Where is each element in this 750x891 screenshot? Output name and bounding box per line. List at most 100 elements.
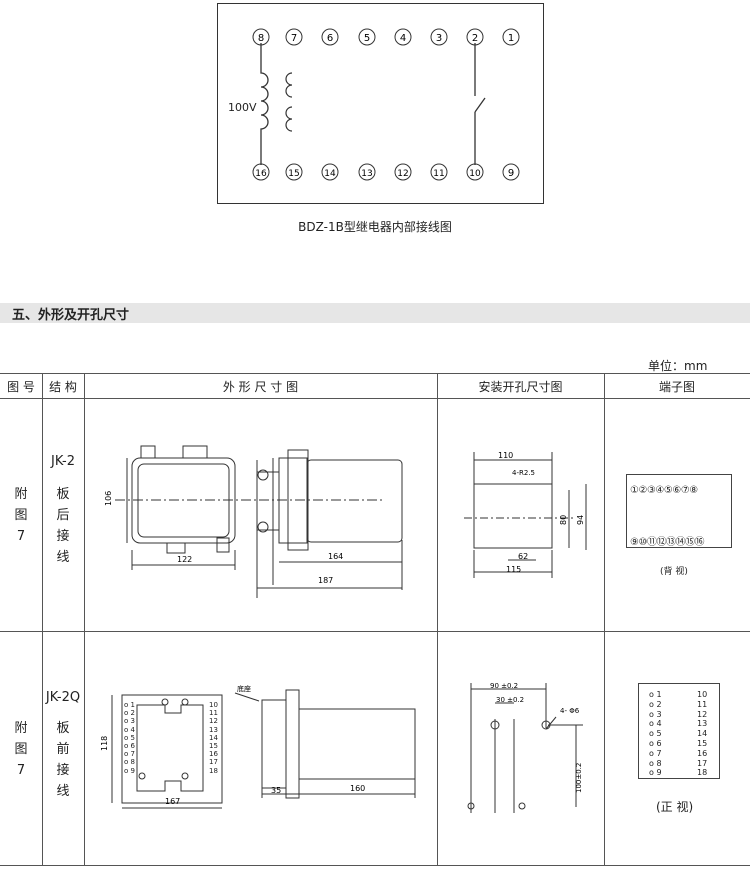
terminal-glyph: ⑬ (665, 537, 676, 548)
terminal-glyph: ② (638, 485, 647, 496)
row1-terminal-note: (背 视) (660, 567, 688, 577)
cutout-dim-radius: 4-R2.5 (512, 469, 535, 477)
header-bottom-border (0, 398, 750, 399)
terminal-number: o 7 (124, 750, 135, 759)
header-terminal: 端子图 (658, 380, 695, 394)
terminal-number: o 5 (649, 729, 662, 739)
terminal-number: o 3 (124, 717, 135, 726)
terminal-number: 11 (697, 699, 708, 709)
terminal-number: o 6 (124, 742, 135, 751)
terminal-number: o 9 (649, 768, 662, 778)
terminal-number: 15 (288, 169, 299, 179)
terminal-glyph: ⑭ (675, 537, 685, 548)
terminal-number: 14 (697, 729, 708, 739)
terminal-glyph: ⑨ (630, 537, 639, 548)
terminal-number: 15 (209, 742, 218, 751)
cutout-dim-width: 110 (498, 451, 513, 460)
terminal-number: o 2 (649, 699, 662, 709)
secondary-coil-lower (285, 106, 293, 132)
terminal-number: 1 (508, 33, 514, 44)
terminal-circle (285, 163, 303, 181)
row2-structure: 板前接线 (56, 721, 70, 799)
terminal-number: 5 (364, 33, 370, 44)
terminal-circle (430, 163, 448, 181)
unit-label: 单位：mm (648, 359, 708, 373)
cutout2-dim-30: 30 ±0.2 (496, 696, 524, 704)
terminal-glyph: ④ (655, 485, 664, 496)
terminal-number: o 5 (124, 733, 135, 742)
cutout2-dim-100: 100±0.2 (575, 763, 583, 793)
terminal-number: 13 (361, 169, 372, 179)
terminal-number: 12 (397, 169, 408, 179)
terminal-circle (321, 163, 339, 181)
table-top-border (0, 373, 750, 374)
terminal-number: o 6 (649, 738, 662, 748)
col-divider-1 (42, 373, 43, 866)
terminal-number: 7 (291, 33, 297, 44)
cutout-dim-80: 80 (559, 515, 568, 525)
coil-voltage-label: 100V (228, 101, 257, 114)
dim-width-167: 167 (165, 797, 180, 806)
terminal-number: o 9 (124, 766, 135, 775)
terminal-number: 13 (209, 725, 218, 734)
primary-coil (260, 43, 269, 165)
terminal-number: 9 (508, 168, 514, 179)
section-title: 五、外形及开孔尺寸 (12, 308, 130, 323)
terminal-glyph: ⑮ (684, 537, 695, 548)
row1-terminal-box: ①②③④⑤⑥⑦⑧ ⑨⑩⑪⑫⑬⑭⑮⑯ (626, 474, 732, 548)
terminal-number: 17 (209, 758, 218, 767)
contact-blade (474, 97, 486, 113)
row2-terminal-note: (正 视) (656, 800, 694, 814)
cutout-dim-94: 94 (576, 515, 585, 525)
terminal-glyph: ⑫ (656, 537, 666, 548)
dim-width: 122 (177, 555, 192, 564)
terminal-glyph: ⑤ (663, 485, 673, 496)
terminal-number: 14 (324, 169, 336, 179)
col-divider-3 (437, 373, 438, 866)
terminal-glyph: ⑧ (689, 485, 698, 496)
terminal-number: 11 (209, 709, 218, 718)
header-outline: 外 形 尺 寸 图 (222, 380, 299, 394)
row2-cutout-drawing: 90 ±0.2 30 ±0.2 4- Φ6 100±0.2 (467, 682, 583, 813)
terminal-number: 8 (258, 33, 264, 44)
terminal-glyph: ⑯ (694, 537, 704, 548)
terminal-number: 4 (400, 33, 406, 44)
terminal-circle (358, 28, 376, 46)
terminal-number: o 1 (649, 690, 662, 699)
terminal-glyph: ③ (646, 485, 656, 496)
cutout-dim-115: 115 (506, 565, 521, 574)
section-bar (0, 303, 750, 323)
terminal-glyph: ⑪ (646, 537, 657, 548)
terminal-number: 15 (697, 738, 708, 748)
cutout2-dim-90: 90 ±0.2 (490, 682, 518, 690)
terminal-glyph: ① (630, 485, 639, 496)
terminal-number: 16 (697, 748, 708, 758)
terminal-number: o 1 (124, 701, 135, 709)
terminal-number: 13 (697, 719, 708, 729)
terminal-row-top: ①②③④⑤⑥⑦⑧ (630, 485, 698, 496)
terminal-number: 17 (697, 758, 708, 768)
table-bottom-border (0, 865, 750, 866)
terminal-number: 10 (209, 701, 218, 709)
wiring-caption: BDZ-1B型继电器内部接线图 (298, 220, 452, 234)
terminal-circle (321, 28, 339, 46)
header-cutout: 安装开孔尺寸图 (478, 380, 563, 394)
terminal-number: o 4 (124, 725, 135, 734)
terminal-number: o 3 (649, 709, 662, 719)
terminal-circle (502, 163, 520, 181)
row2-outline-drawing: 118 167 底座 35 160 (100, 684, 416, 809)
terminal-number: 6 (327, 33, 333, 44)
dim-35: 35 (271, 786, 281, 795)
dim-body-length: 164 (328, 552, 343, 561)
terminal-number: 12 (209, 717, 218, 726)
base-label: 底座 (237, 684, 251, 693)
terminal-circle (394, 163, 412, 181)
wiring-diagram-frame (217, 3, 544, 204)
terminal-number: o 8 (124, 758, 135, 767)
